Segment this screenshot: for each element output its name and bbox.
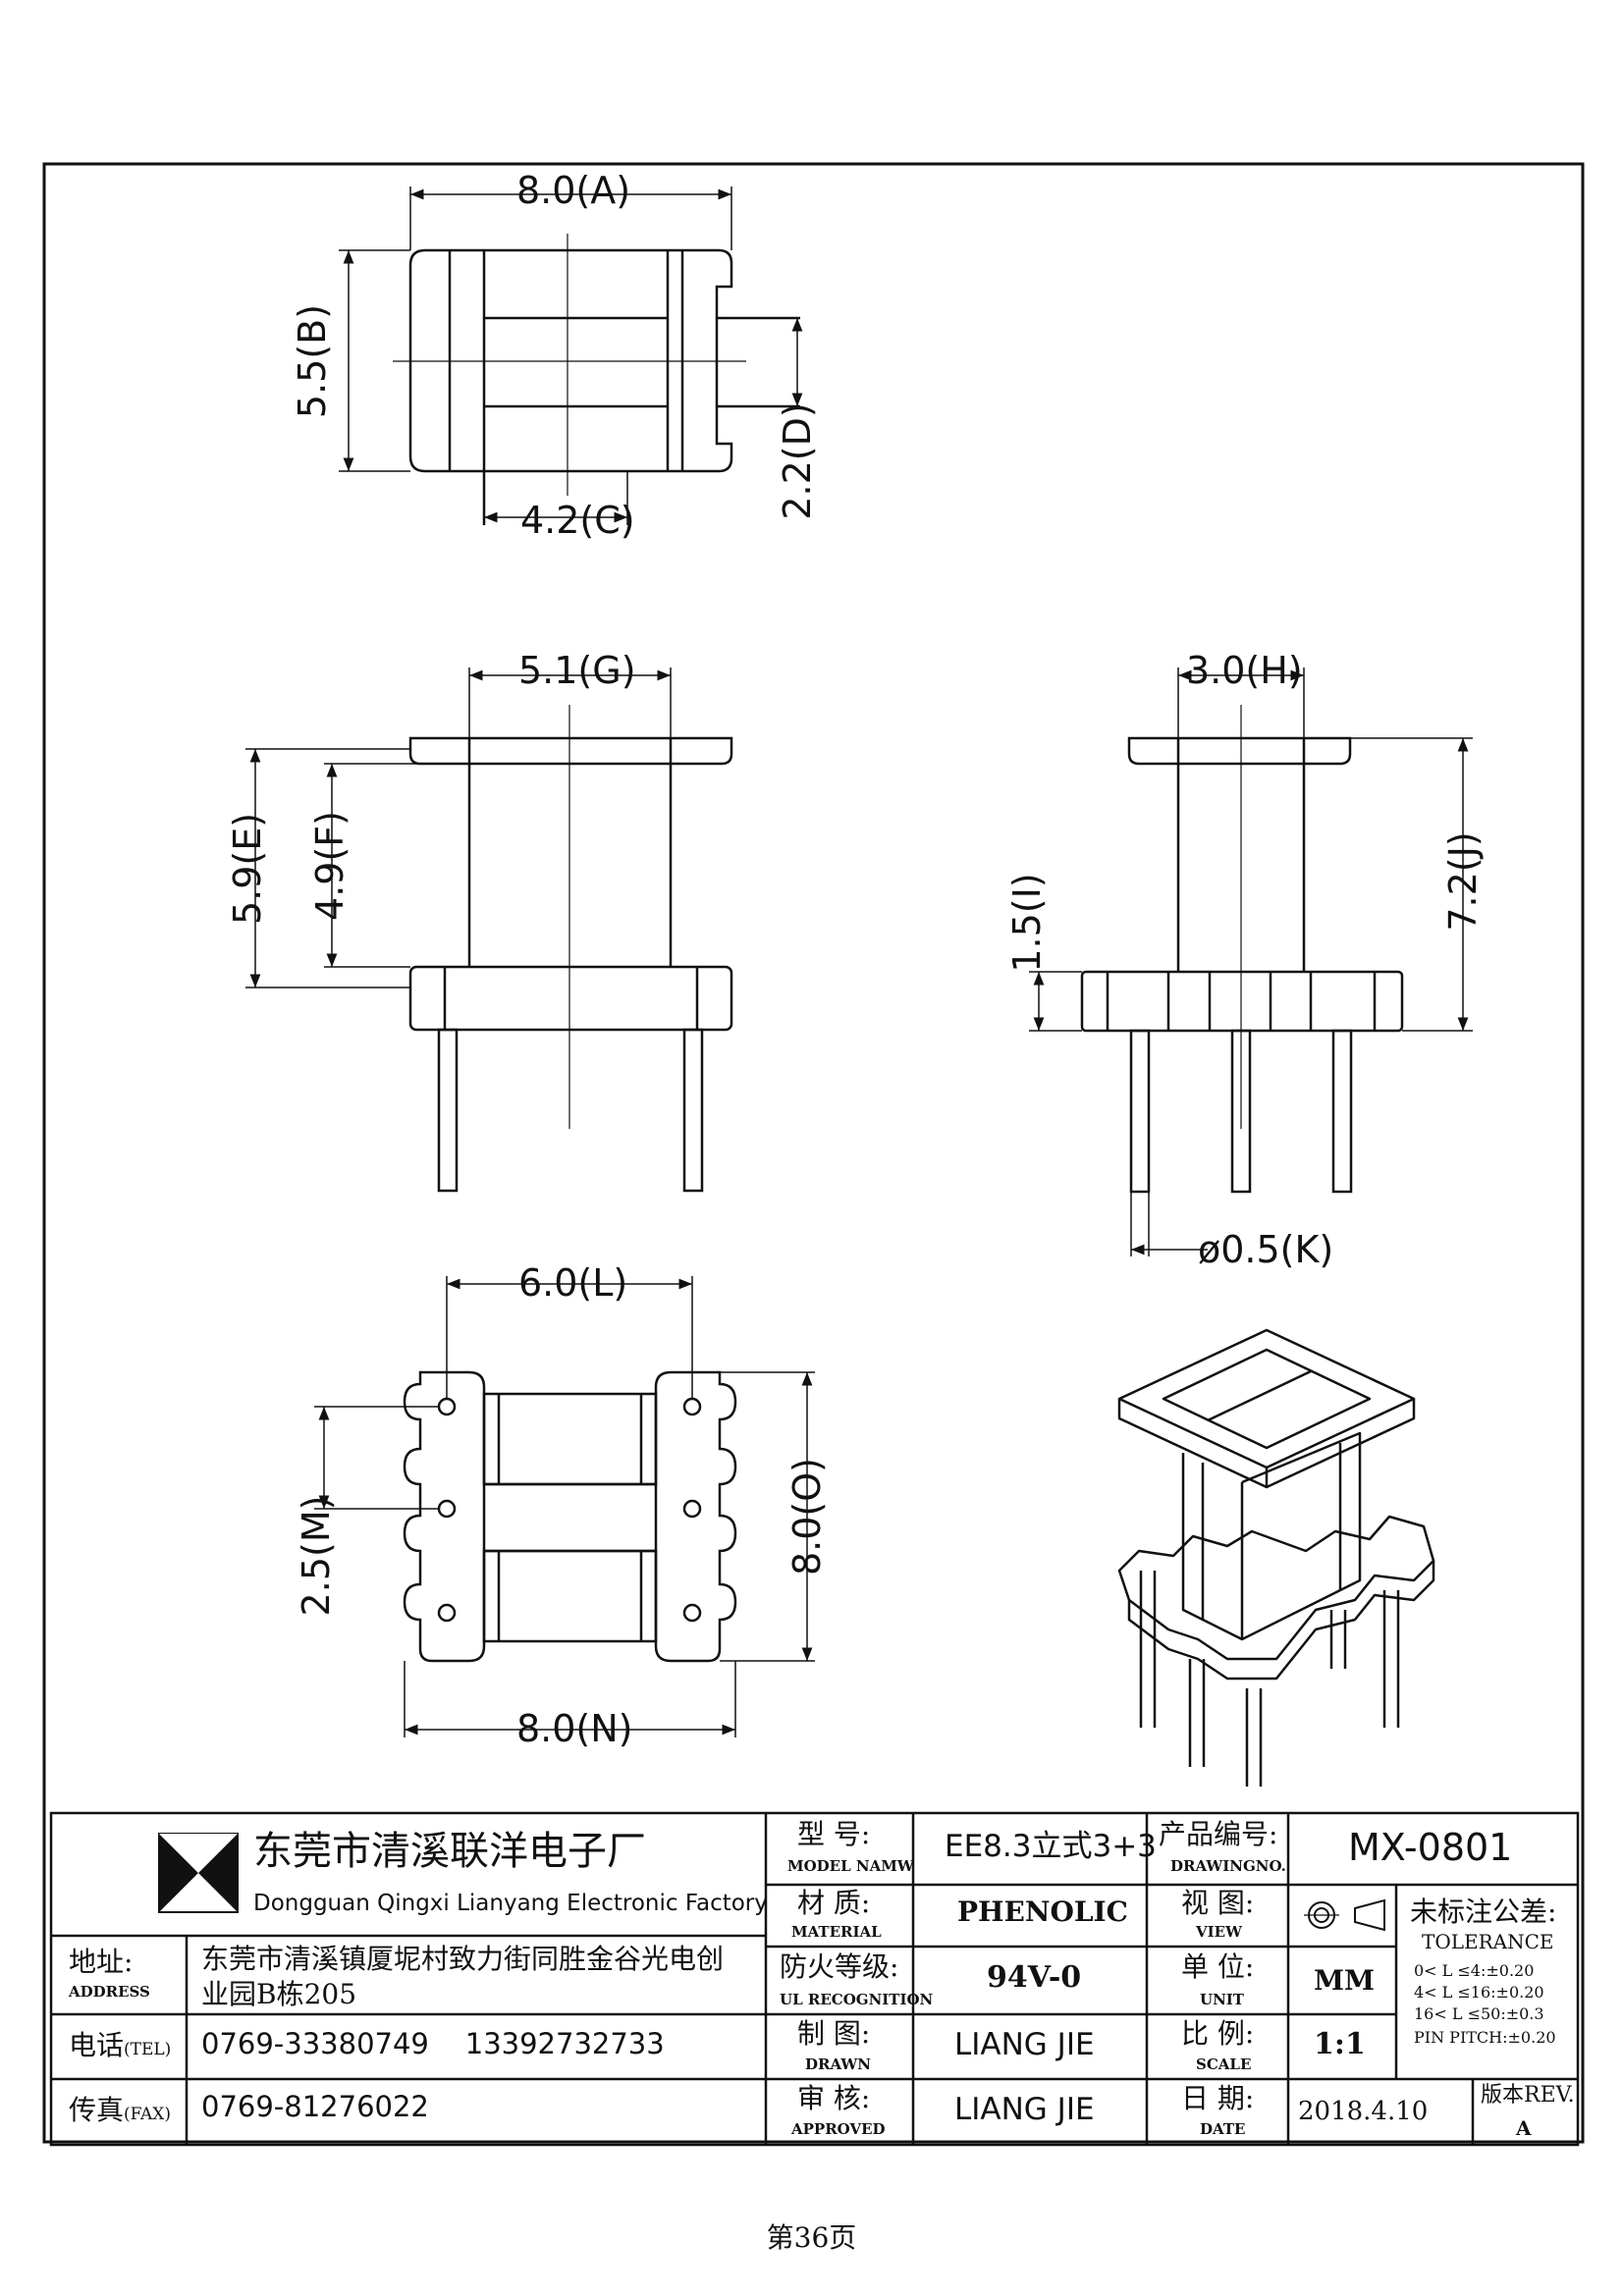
tel-label: 电话(TEL) [69,2029,172,2061]
drawing-no-label-en: DRAWINGNO. [1170,1857,1286,1875]
dim-i-label: 1.5(I) [1005,873,1049,973]
dim-c-label: 4.2(C) [520,499,635,542]
drawing-frame [42,162,1585,2144]
dim-d-label: 2.2(D) [776,402,819,520]
date-label-en: DATE [1200,2120,1246,2138]
fax-value: 0769-81276022 [201,2090,429,2123]
bottom-view [314,1276,815,1737]
approved-value: LIANG JIE [954,2092,1095,2127]
company-name-en: Dongguan Qingxi Lianyang Electronic Fact… [253,1891,768,1916]
scale-value: 1:1 [1314,2027,1366,2061]
view-label: 视 图: [1181,1887,1255,1919]
scale-label: 比 例: [1181,2017,1255,2050]
rev-value: A [1516,2116,1532,2140]
dim-o-label: 8.0(O) [785,1458,829,1575]
dim-a-label: 8.0(A) [516,169,631,212]
date-label: 日 期: [1181,2082,1255,2114]
dim-f-label: 4.9(F) [308,811,352,921]
view-label-en: VIEW [1196,1923,1242,1941]
isometric-view [1117,1328,1435,1787]
address-label-en: ADDRESS [69,1983,150,2001]
model-label-en: MODEL NAMW [787,1857,914,1875]
dim-n-label: 8.0(N) [516,1707,633,1750]
dim-h-label: 3.0(H) [1186,649,1303,692]
scale-label-en: SCALE [1196,2056,1252,2073]
drawn-value: LIANG JIE [954,2027,1095,2062]
rev-label: 版本REV. [1481,2083,1575,2108]
dim-g-label: 5.1(G) [518,649,636,692]
address-label: 地址: [69,1946,134,1978]
fax-label: 传真(FAX) [69,2094,171,2126]
tolerance-line-4: PIN PITCH:±0.20 [1414,2028,1556,2047]
unit-label: 单 位: [1181,1950,1255,1983]
tolerance-line-3: 16< L ≤50:±0.3 [1414,2004,1544,2023]
top-view [339,187,803,525]
drawing-no-value: MX-0801 [1348,1826,1513,1869]
company-name-cn: 东莞市清溪联洋电子厂 [253,1829,646,1874]
drawing-no-label: 产品编号: [1159,1818,1278,1850]
model-value: EE8.3立式3+3 [945,1829,1157,1864]
model-label: 型 号: [797,1818,871,1850]
date-value: 2018.4.10 [1298,2097,1429,2126]
drawn-label-en: DRAWN [805,2056,871,2073]
material-label-en: MATERIAL [791,1923,882,1941]
address-line-1: 东莞市清溪镇厦坭村致力街同胜金谷光电创 [201,1943,725,1975]
ul-label-en: UL RECOGNITION [780,1991,934,2008]
material-value: PHENOLIC [957,1896,1128,1928]
drawn-label: 制 图: [797,2017,871,2050]
unit-label-en: UNIT [1200,1991,1244,2008]
title-block-grid [49,1811,1580,2147]
dim-k-label: ø0.5(K) [1198,1228,1334,1271]
dim-e-label: 5.9(E) [226,812,269,926]
material-label: 材 质: [797,1887,871,1919]
dim-b-label: 5.5(B) [291,303,334,419]
dim-j-label: 7.2(J) [1441,831,1485,932]
front-view [245,667,733,1193]
approved-label: 审 核: [797,2082,871,2114]
unit-value: MM [1314,1964,1375,1997]
tolerance-line-1: 0< L ≤4:±0.20 [1414,1961,1535,1980]
approved-label-en: APPROVED [791,2120,886,2138]
dim-m-label: 2.5(M) [295,1495,338,1617]
ul-label: 防火等级: [780,1950,899,1983]
ul-value: 94V-0 [987,1960,1082,1995]
dim-l-label: 6.0(L) [518,1261,628,1305]
tel-value: 0769-33380749 13392732733 [201,2027,665,2060]
address-line-2: 业园B栋205 [201,1978,357,2010]
tolerance-label-en: TOLERANCE [1422,1930,1554,1953]
page-number: 第36页 [766,2221,857,2254]
tolerance-line-2: 4< L ≤16:±0.20 [1414,1983,1544,2002]
side-view [1029,667,1473,1256]
tolerance-label: 未标注公差: [1410,1896,1557,1928]
